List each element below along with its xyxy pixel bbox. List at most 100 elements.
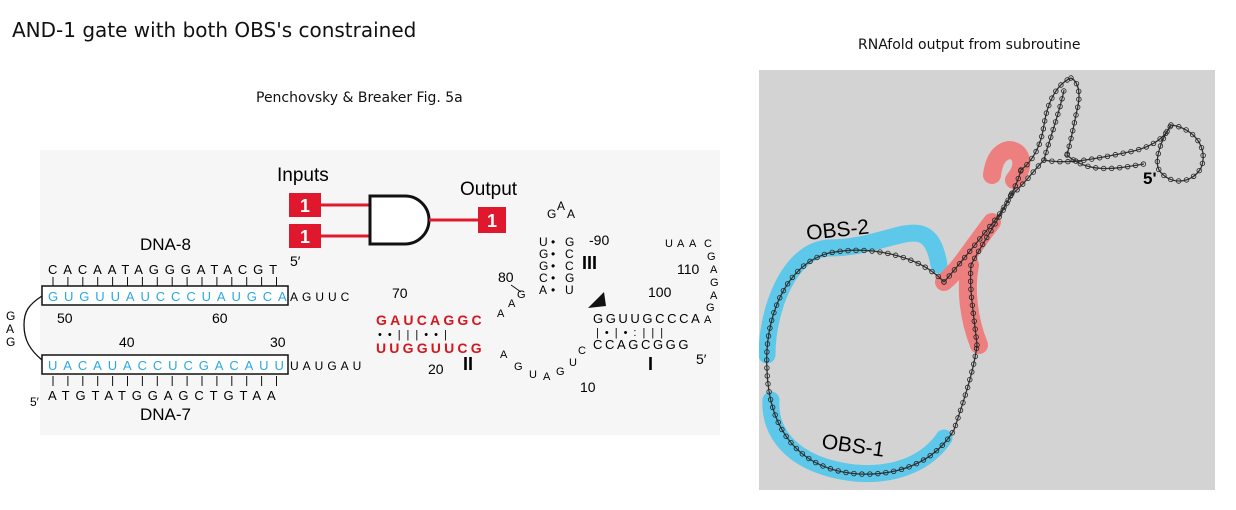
nucleotide: [1049, 95, 1055, 101]
backbone-segment: [1043, 124, 1172, 163]
input-1-box: [289, 193, 321, 217]
nucleotide: [1058, 82, 1064, 88]
nucleotide: [1064, 152, 1070, 158]
loop-letter-g1: G: [6, 309, 15, 323]
right-figure-caption: RNAfold output from subroutine: [858, 37, 1081, 53]
nucleotide: [767, 325, 773, 331]
junction-a1: A: [497, 308, 505, 320]
number-40: 40: [119, 334, 135, 350]
nucleotide: [1029, 155, 1035, 162]
nucleotide: [885, 250, 891, 257]
stem3-base: C: [565, 247, 574, 261]
cleavage-arrow-icon: [588, 292, 606, 308]
hairpin-u: U: [665, 238, 673, 250]
stem3-pair-mark: •: [551, 283, 555, 297]
nucleotide: [1033, 148, 1039, 155]
number-70: 70: [392, 285, 408, 301]
page-title: AND-1 gate with both OBS's constrained: [12, 18, 417, 42]
left-loop-line: [23, 295, 43, 361]
nucleotide: [1049, 158, 1055, 164]
loop-letter-g2: G: [6, 335, 15, 349]
nucleotide: [1157, 136, 1163, 142]
stem2-bottom-strand: UUGGUUCG: [376, 340, 485, 356]
number-80-tick: [510, 284, 522, 293]
nucleotide: [1128, 148, 1134, 155]
bottom-loop-u2: U: [569, 357, 577, 369]
nucleotide: [820, 463, 826, 469]
nucleotide: [1120, 150, 1126, 156]
dna7-rna-sequence: UACAUACCUCGACAUU: [48, 358, 290, 373]
nucleotide: [1043, 149, 1049, 156]
penchovsky-breaker-diagram: Inputs Output 1 1 1 DNA-8 CACAATAGGGATAC…: [6, 165, 719, 424]
dna7-bottom-strand: ATGTATGGAGCTGTAA: [48, 388, 282, 403]
nucleotide: [1076, 88, 1082, 94]
nucleotide: [955, 415, 961, 421]
nucleotide: [969, 302, 976, 308]
dna8-rna-sequence: GUGUUAUCCCUAUGCA: [48, 289, 293, 304]
nucleotide: [1168, 176, 1174, 183]
stem2-pairs: ••|||••|: [378, 329, 453, 341]
stem1-label: I: [648, 354, 653, 374]
nucleotide: [835, 468, 841, 474]
stem1-pairs: |•|•:|||: [596, 327, 669, 339]
nucleotide: [1200, 152, 1206, 159]
nucleotide: [949, 430, 955, 436]
backbone-segment: [969, 194, 1012, 346]
nucleotide: [1155, 151, 1161, 157]
stem3-pair-mark: •: [551, 235, 555, 249]
nucleotide: [1057, 158, 1063, 165]
nucleotide: [977, 236, 983, 242]
nucleotide: [1190, 173, 1197, 179]
nucleotide: [1136, 146, 1142, 153]
nucleotide: [1043, 110, 1050, 116]
nucleotide: [853, 247, 859, 254]
nucleotide: [1070, 157, 1077, 163]
hairpin-a4: A: [710, 290, 718, 302]
nucleotide: [961, 254, 968, 261]
nucleotide: [1073, 158, 1079, 164]
nucleotide: [1093, 165, 1099, 171]
nucleotide: [1050, 126, 1056, 133]
dna7-5prime: 5′: [30, 395, 40, 409]
nucleotide: [777, 295, 783, 301]
nucleotide: [892, 252, 899, 258]
nucleotide: [800, 263, 807, 269]
stem2-label: II: [463, 354, 473, 374]
nucleotide: [764, 349, 770, 355]
stem3-pair-mark: •: [551, 247, 555, 261]
nucleotide: [972, 353, 978, 359]
nucleotide: [766, 389, 772, 395]
stem1-5prime: 5′: [696, 351, 707, 367]
right-constraint-highlight: [958, 256, 988, 354]
nucleotide: [971, 318, 977, 324]
stem3-loop-g: G: [547, 207, 556, 221]
upper-constraint-highlight: [983, 140, 1031, 189]
nucleotide: [1045, 142, 1052, 148]
nucleotide: [1004, 200, 1010, 206]
nucleotide: [775, 419, 781, 426]
nucleotide: [765, 381, 771, 387]
junction-g: G: [517, 289, 526, 301]
nucleotide: [974, 342, 980, 348]
nucleotide: [821, 251, 828, 258]
nucleotide: [946, 273, 952, 279]
backbone-segment: [1020, 77, 1072, 171]
hairpin-a1: A: [677, 238, 685, 250]
nucleotide: [922, 264, 928, 270]
nucleotide: [962, 392, 969, 398]
dna7-binding-box: [41, 354, 289, 375]
nucleotide: [806, 455, 812, 462]
nucleotide: [960, 399, 966, 406]
nucleotide: [1005, 197, 1011, 203]
backbone-segment: [1156, 124, 1204, 182]
nucleotide: [768, 317, 775, 324]
bottom-loop-a2: A: [543, 371, 551, 383]
nucleotide: [971, 255, 978, 261]
dna8-top-strand: CACAATAGGGATACGT: [48, 262, 283, 277]
stem3-base: G: [565, 235, 574, 249]
dna8-5prime: 5′: [290, 253, 301, 269]
nucleotide: [837, 248, 843, 254]
nucleotide: [920, 457, 927, 463]
nucleotide: [1024, 161, 1030, 168]
dna8-binding-box: [41, 285, 289, 306]
